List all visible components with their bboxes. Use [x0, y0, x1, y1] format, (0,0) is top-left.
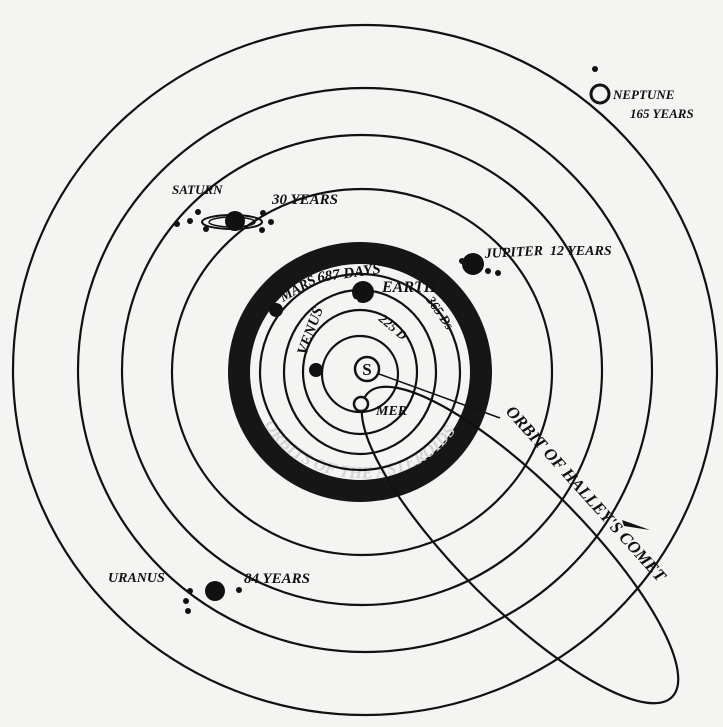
- mercury-planet: [354, 397, 368, 411]
- saturn-period: 30 YEARS: [271, 192, 338, 208]
- jupiter-moon: [459, 258, 465, 264]
- saturn-moon: [187, 218, 193, 224]
- uranus-moon: [185, 608, 191, 614]
- uranus-moon: [236, 587, 242, 593]
- uranus-moon: [183, 598, 189, 604]
- jupiter-planet: [462, 253, 484, 275]
- jupiter-period: 12 YEARS: [550, 244, 612, 259]
- uranus-label: URANUS: [108, 571, 165, 586]
- saturn-moon: [203, 226, 209, 232]
- jupiter-moon: [485, 268, 491, 274]
- saturn-moon: [268, 219, 274, 225]
- uranus-planet: [205, 581, 225, 601]
- saturn-label: SATURN: [172, 182, 223, 197]
- uranus-period: 84 YEARS: [244, 571, 310, 587]
- saturn-moon: [174, 221, 180, 227]
- venus-planet: [309, 363, 323, 377]
- jupiter-moon: [495, 270, 501, 276]
- jupiter-label: JUPITER: [483, 244, 543, 262]
- uranus-moon: [187, 588, 193, 594]
- moon: [352, 299, 358, 305]
- saturn-moon: [195, 209, 201, 215]
- saturn-moon: [260, 210, 266, 216]
- saturn-moon: [259, 227, 265, 233]
- mars-planet: [269, 303, 283, 317]
- neptune-label: NEPTUNE: [612, 87, 675, 102]
- neptune-planet: [591, 85, 609, 103]
- neptune-moon: [592, 66, 598, 72]
- neptune-period: 165 YEARS: [630, 106, 694, 121]
- mercury-label: MER: [375, 404, 407, 419]
- earth-label: EARTH: [381, 279, 437, 296]
- sun-label: S: [362, 360, 371, 379]
